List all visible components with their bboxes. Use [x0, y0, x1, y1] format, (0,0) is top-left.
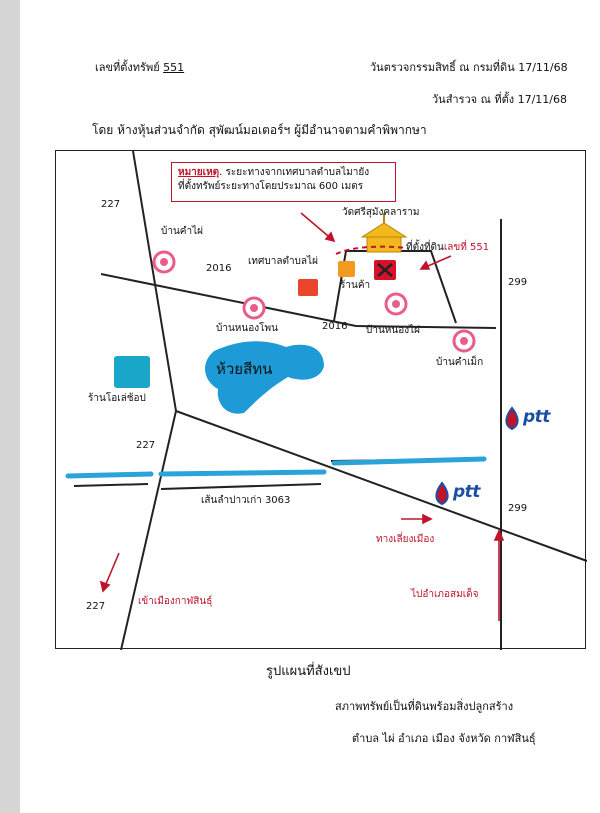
direction-arrows — [99, 212, 505, 621]
municipality-marker — [298, 279, 318, 296]
sketch-map-frame: หมายเหตุ. ระยะทางจากเทศบาลตำบลไมายัง ที่… — [55, 150, 587, 650]
label-road-227-bottom: 227 — [86, 601, 106, 612]
map-title: รูปแผนที่สังเขป — [266, 664, 351, 679]
label-huai-si-thon: ห้วยสีทน — [216, 360, 273, 378]
by-line: โดย ห้างหุ้นส่วนจำกัด สุพัฒน์มอเตอร์ฯ ผู… — [92, 123, 427, 137]
property-tools-icon — [377, 263, 393, 277]
property-condition: สภาพทรัพย์เป็นที่ดินพร้อมสิ่งปลูกสร้าง — [335, 700, 514, 713]
label-to-kalasin: เข้าเมืองกาฬสินธุ์ — [138, 596, 213, 607]
note-line-1: หมายเหตุ. ระยะทางจากเทศบาลตำบลไมายัง — [178, 166, 389, 180]
survey-date: วันสำรวจ ณ ที่ตั้ง 17/11/68 — [432, 93, 567, 106]
asset-number-row: เลขที่ตั้งทรัพย์ 551 — [95, 62, 184, 73]
note-line-2: ที่ตั้งทรัพย์ระยะทางโดยประมาณ 600 เมตร — [178, 181, 364, 192]
road-bypass — [175, 410, 587, 562]
shop-marker — [338, 261, 355, 277]
asset-number-label: เลขที่ตั้งทรัพย์ — [95, 61, 160, 74]
road-network — [73, 151, 587, 650]
ptt-label-1: ptt — [523, 407, 550, 427]
label-road-2016-mid: 2016 — [322, 321, 348, 332]
label-to-somdet: ไปอำเภอสมเด็จ — [411, 589, 479, 600]
route-dashed — [335, 245, 409, 255]
note-text-1: . ระยะทางจากเทศบาลตำบลไมายัง — [219, 167, 370, 178]
label-canal-3063: เส้นลำปาวเก่า 3063 — [201, 495, 291, 506]
huai-si-thon-reservoir — [205, 341, 324, 414]
canal-lampao — [65, 456, 487, 479]
ptt-drop-1 — [505, 406, 519, 431]
ptt-drop-2 — [435, 481, 449, 506]
ptt-label-2: ptt — [453, 482, 480, 502]
ptt-logos — [435, 406, 519, 506]
label-road-299-top: 299 — [508, 277, 528, 288]
label-property-no: เลขที่ 551 — [443, 242, 490, 253]
o-lay-shop-marker — [114, 356, 150, 388]
map-drawing — [65, 151, 587, 650]
label-ban-kham-phai: บ้านคำไผ่ — [161, 226, 203, 237]
label-property: ที่ตั้งที่ดินเลขที่ 551 — [406, 243, 489, 253]
label-bypass: ทางเลี่ยงเมือง — [376, 534, 435, 545]
road-2016 — [100, 273, 497, 329]
label-road-227-mid: 227 — [136, 440, 156, 451]
label-ban-nong-phai: บ้านหนองไผ่ — [366, 325, 421, 336]
label-road-299-bottom: 299 — [508, 503, 528, 514]
label-road-2016-left: 2016 — [206, 263, 232, 274]
inspect-date: วันตรวจกรรมสิทธิ์ ณ กรมที่ดิน 17/11/68 — [370, 61, 568, 74]
note-label: หมายเหตุ — [178, 167, 220, 178]
road-3063-west — [73, 483, 149, 487]
label-road-227-top: 227 — [101, 199, 121, 210]
map-note-box: หมายเหตุ. ระยะทางจากเทศบาลตำบลไมายัง ที่… — [171, 162, 396, 202]
label-municipality: เทศบาลตำบลไผ่ — [248, 256, 318, 267]
temple-marker — [360, 213, 408, 253]
label-ban-nong-phon: บ้านหนองโพน — [216, 323, 278, 334]
village-markers — [152, 250, 476, 353]
label-property-prefix: ที่ตั้งที่ดิน — [406, 242, 444, 253]
asset-number-value: 551 — [163, 61, 185, 74]
scan-edge — [0, 0, 20, 813]
road-3063-mid — [160, 483, 322, 490]
label-temple: วัดศรีสุมังคลาราม — [342, 207, 420, 218]
label-o-lay-shop: ร้านโอเล่ช้อป — [88, 393, 146, 404]
label-ban-kham-mek: บ้านคำเม็ก — [436, 357, 484, 368]
label-shop: ร้านค้า — [340, 280, 371, 291]
property-location: ตำบล ไผ่ อำเภอ เมือง จังหวัด กาฬสินธุ์ — [352, 732, 536, 745]
